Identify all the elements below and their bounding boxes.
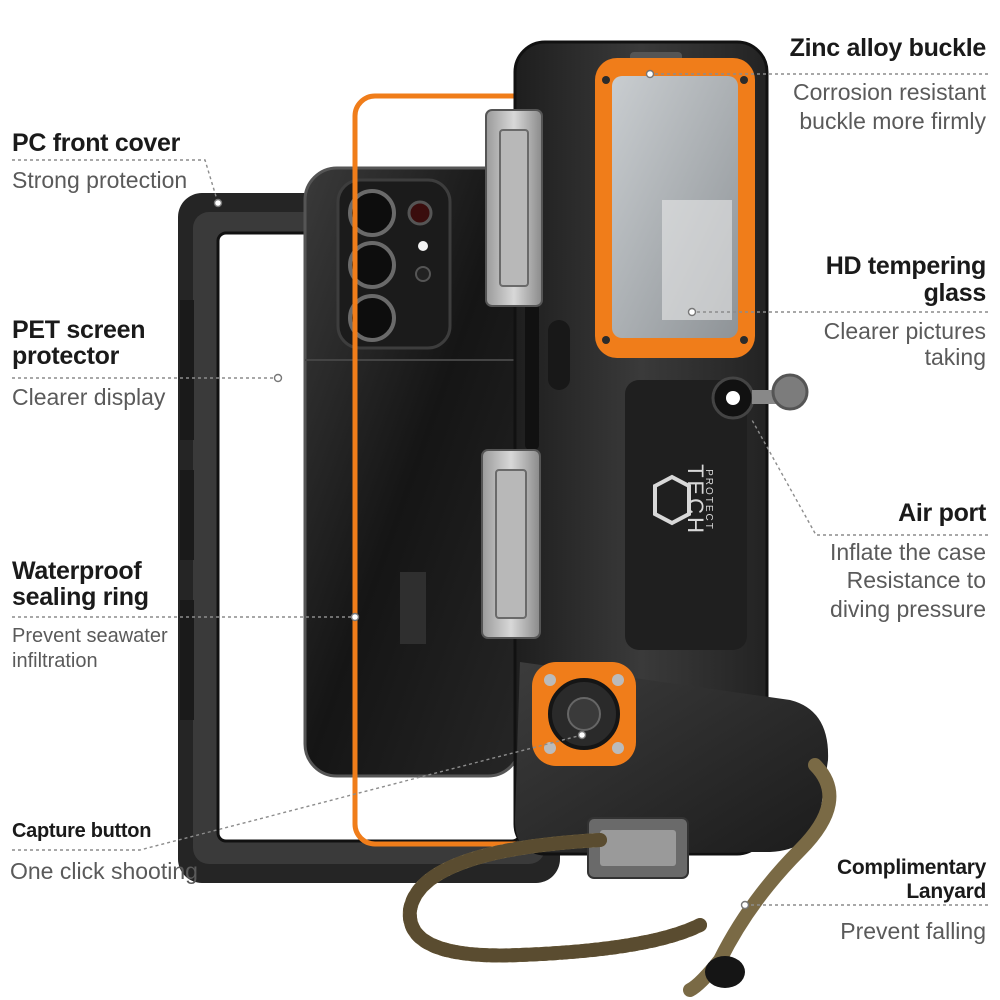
hd-glass-desc-2: taking <box>924 344 986 370</box>
pet-protector-desc-1: Clearer display <box>12 384 166 410</box>
sealing-ring-desc-1: Prevent seawater <box>12 625 168 647</box>
hd-glass-title-2: glass <box>923 279 987 307</box>
lanyard-title-1: Complimentary <box>837 856 986 879</box>
capture-button-title: Capture button <box>12 820 152 842</box>
brand-logo: TECH PROTECT <box>653 464 714 536</box>
pet-protector-title-2: protector <box>12 342 120 370</box>
hd-glass-desc-1: Clearer pictures <box>823 318 986 344</box>
pet-protector-title-1: PET screen <box>12 316 146 344</box>
sealing-ring-desc-2: infiltration <box>12 650 98 672</box>
zinc-buckle-desc-2: buckle more firmly <box>799 108 986 134</box>
pc-cover-title: PC front cover <box>12 129 181 157</box>
sealing-ring-title-1: Waterproof <box>12 557 142 585</box>
lanyard-desc-1: Prevent falling <box>840 918 986 944</box>
logo-line2: PROTECT <box>703 469 714 531</box>
air-port-desc-3: diving pressure <box>830 596 986 622</box>
sealing-ring-title-2: sealing ring <box>12 583 149 611</box>
waterproof-housing <box>513 40 809 856</box>
capture-button-desc-1: One click shooting <box>10 858 198 884</box>
logo-line1: TECH <box>683 464 708 536</box>
air-port-title: Air port <box>898 499 986 527</box>
air-port-desc-1: Inflate the case <box>830 539 986 565</box>
buckle-clip-bottom <box>481 449 541 639</box>
lanyard <box>402 758 837 997</box>
pc-cover-desc-1: Strong protection <box>12 167 188 193</box>
air-port-desc-2: Resistance to <box>846 567 986 593</box>
leader-lines <box>12 73 988 906</box>
zinc-buckle-title: Zinc alloy buckle <box>789 34 987 62</box>
leader-dots <box>213 69 750 910</box>
buckle-clip-top <box>485 109 543 307</box>
zinc-buckle-desc-1: Corrosion resistant <box>792 79 986 105</box>
hd-glass-title-1: HD tempering <box>825 252 987 280</box>
camera-grip <box>515 662 829 879</box>
lanyard-title-2: Lanyard <box>906 880 986 903</box>
